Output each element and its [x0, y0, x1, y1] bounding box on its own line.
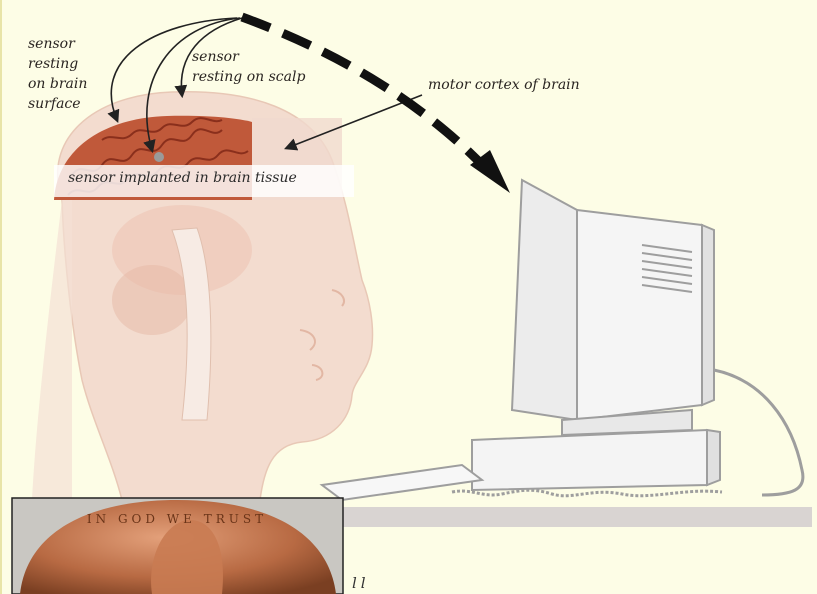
label-motor-cortex: motor cortex of brain — [428, 77, 580, 93]
label-sensor-scalp: sensor resting on scalp — [192, 47, 305, 87]
coin-motto: IN GOD WE TRUST — [87, 512, 267, 526]
bottom-caption-fragment: ll — [352, 574, 370, 592]
label-sensor-implanted: sensor implanted in brain tissue — [68, 170, 297, 186]
penny-inset: IN GOD WE TRUST — [12, 498, 343, 594]
desk-shelf — [332, 507, 812, 527]
label-sensor-brain-surface: sensor resting on brain surface — [28, 34, 87, 114]
computer-illustration — [322, 180, 803, 500]
